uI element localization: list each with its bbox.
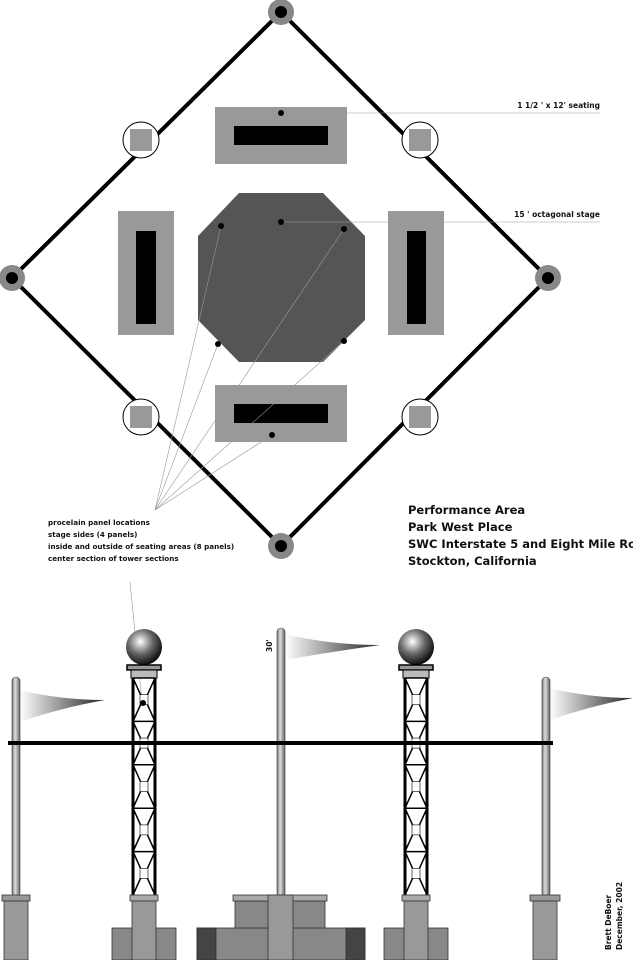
panel-location-dots	[215, 110, 347, 438]
tower-sphere	[398, 629, 434, 665]
panel-note: inside and outside of seating areas (8 p…	[48, 542, 234, 551]
tower-bracing	[132, 850, 156, 896]
elevation-view: 30'	[1, 627, 633, 960]
tower-cap	[402, 669, 430, 679]
signature: Brett DeBoer December, 2002	[604, 882, 624, 950]
signature-name: Brett DeBoer	[604, 894, 613, 950]
stage-label: 15 ' octagonal stage	[514, 210, 600, 219]
flag-left	[20, 690, 105, 722]
tower-bracing	[132, 764, 156, 809]
title-line: Performance Area	[408, 503, 525, 517]
tower-bracing	[404, 764, 428, 809]
tower-sphere	[126, 629, 162, 665]
title-line: Stockton, California	[408, 554, 537, 568]
lattice-tower	[126, 629, 162, 896]
plan-view: 1 1/2 ' x 12' seating 15 ' octagonal sta…	[0, 0, 633, 703]
leader-lines	[129, 112, 600, 703]
tower-bracing	[404, 677, 428, 722]
flag-right	[550, 688, 633, 720]
tower-bracing	[132, 677, 156, 722]
pole-bases	[1, 894, 561, 960]
lattice-tower	[398, 629, 434, 896]
panel-note: center section of tower sections	[48, 554, 179, 563]
porcelain-panel	[411, 867, 421, 879]
porcelain-panel	[411, 694, 421, 706]
signature-date: December, 2002	[615, 882, 624, 950]
tower-markers	[122, 121, 439, 436]
title-block: Performance Area Park West Place SWC Int…	[408, 503, 633, 568]
panel-note: procelain panel locations	[48, 518, 150, 527]
porcelain-panel	[139, 867, 149, 879]
seating-label: 1 1/2 ' x 12' seating	[517, 101, 600, 110]
tower-bracing	[132, 720, 156, 766]
tower-bracing	[132, 807, 156, 852]
title-line: Park West Place	[408, 520, 513, 534]
corner-pole-markers	[0, 0, 561, 559]
porcelain-panel	[411, 824, 421, 836]
seating-areas	[118, 107, 444, 442]
porcelain-panel	[411, 781, 421, 792]
flag-center	[285, 634, 380, 660]
tower-cap	[130, 669, 158, 679]
title-line: SWC Interstate 5 and Eight Mile Road	[408, 537, 633, 551]
flag-pole-center	[276, 627, 286, 898]
porcelain-panel	[139, 824, 149, 836]
tower-cap	[126, 664, 162, 671]
tower-bracing	[404, 807, 428, 852]
tower-bracing	[404, 850, 428, 896]
flag-pole-left	[11, 676, 21, 898]
panel-notes: procelain panel locations stage sides (4…	[48, 518, 234, 563]
panel-note: stage sides (4 panels)	[48, 530, 137, 539]
height-label: 30'	[265, 639, 274, 652]
porcelain-panel	[139, 781, 149, 792]
panel-location-dot	[140, 700, 146, 706]
tower-bracing	[404, 720, 428, 766]
flag-pole-right	[541, 676, 551, 898]
octagonal-stage	[198, 193, 365, 362]
tower-cap	[398, 664, 434, 671]
